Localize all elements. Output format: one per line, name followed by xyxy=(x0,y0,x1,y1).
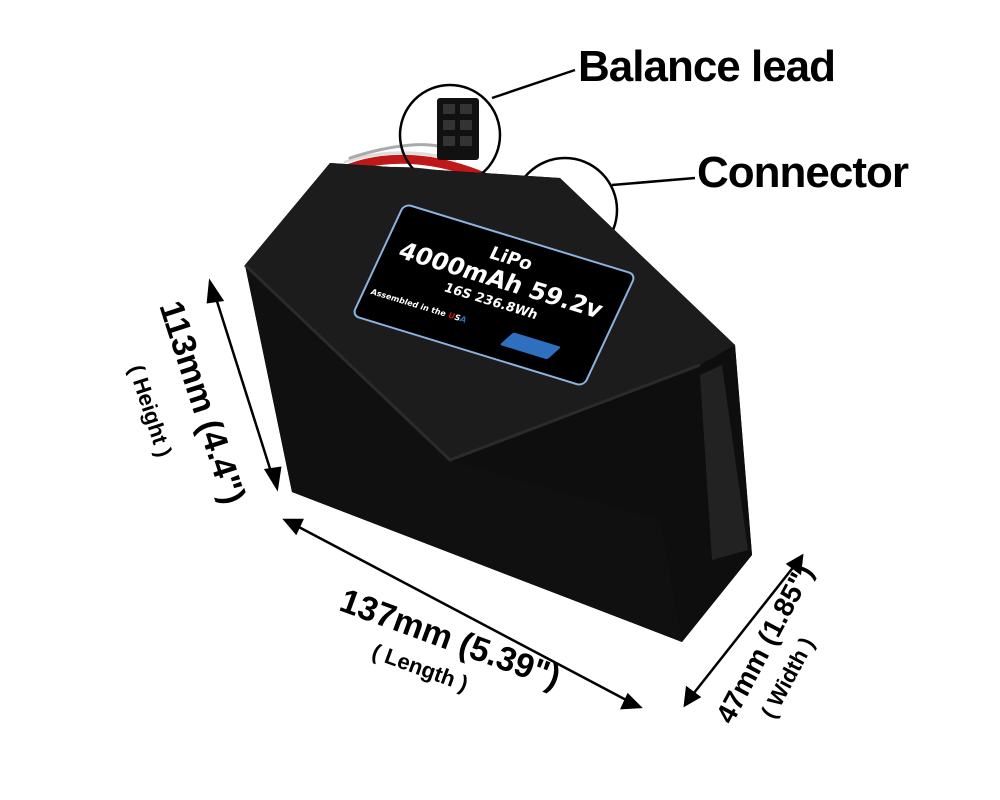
balance-lead-plug xyxy=(437,98,479,160)
balance-lead-callout: Balance lead xyxy=(578,42,836,91)
callout-balance xyxy=(398,68,576,187)
dimension-arrows xyxy=(206,278,804,710)
brand-logo xyxy=(499,332,562,360)
connector-callout: Connector xyxy=(697,148,909,197)
